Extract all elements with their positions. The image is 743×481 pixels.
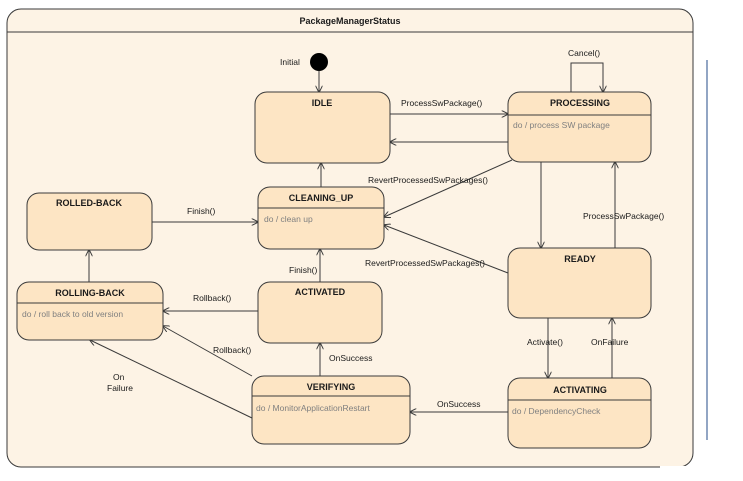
label-on-failure-verifying-1: On — [113, 372, 125, 382]
state-verifying: VERIFYING do / MonitorApplicationRestart — [251, 375, 411, 445]
transition-labels: ProcessSwPackage() Cancel() RevertProces… — [107, 48, 664, 409]
label-on-success-activating: OnSuccess — [437, 399, 480, 409]
label-finish-activated: Finish() — [289, 265, 318, 275]
state-rolled-back: ROLLED-BACK — [26, 192, 153, 251]
state-activity: do / process SW package — [513, 120, 610, 130]
state-name: VERIFYING — [307, 382, 356, 392]
label-rollback-verifying: Rollback() — [213, 345, 251, 355]
state-processing: PROCESSING do / process SW package — [507, 91, 652, 163]
edge-cancel-loop — [570, 62, 603, 92]
state-name: IDLE — [312, 98, 333, 108]
label-activate: Activate() — [527, 337, 563, 347]
label-process-sw-package: ProcessSwPackage() — [401, 98, 482, 108]
label-rollback-activated: Rollback() — [193, 293, 231, 303]
label-on-failure-verifying-2: Failure — [107, 383, 133, 393]
state-name: ACTIVATING — [553, 385, 607, 395]
state-activating: ACTIVATING do / DependencyCheck — [507, 377, 652, 449]
edge-verifying-rollingback-failure — [90, 340, 253, 419]
edge-verifying-rollingback-rollback — [163, 326, 253, 377]
state-name: READY — [564, 254, 596, 264]
state-cleaning-up: CLEANING_UP do / clean up — [257, 186, 385, 250]
initial-node: Initial — [280, 53, 328, 71]
state-activity: do / MonitorApplicationRestart — [256, 403, 371, 413]
state-name: ROLLED-BACK — [56, 198, 122, 208]
state-idle: IDLE — [254, 91, 391, 164]
label-on-failure-activating: OnFailure — [591, 337, 629, 347]
state-activity: do / roll back to old version — [22, 309, 123, 319]
label-cancel: Cancel() — [568, 48, 600, 58]
initial-label: Initial — [280, 57, 300, 67]
edge-ready-cleaning — [384, 225, 509, 274]
state-rolling-back: ROLLING-BACK do / roll back to old versi… — [16, 281, 164, 341]
label-process-sw-package-2: ProcessSwPackage() — [583, 211, 664, 221]
diagram-title: PackageManagerStatus — [299, 16, 400, 26]
state-activity: do / clean up — [264, 214, 313, 224]
state-name: ROLLING-BACK — [55, 288, 125, 298]
label-revert-processing: RevertProcessedSwPackages() — [368, 175, 488, 185]
label-revert-ready: RevertProcessedSwPackages() — [365, 258, 485, 268]
label-on-success-verifying: OnSuccess — [329, 353, 372, 363]
state-activity: do / DependencyCheck — [512, 406, 601, 416]
state-activated: ACTIVATED — [257, 281, 383, 344]
label-finish-rolledback: Finish() — [187, 206, 216, 216]
state-name: CLEANING_UP — [289, 193, 354, 203]
state-name: ACTIVATED — [295, 287, 346, 297]
transitions — [89, 62, 615, 419]
state-name: PROCESSING — [550, 98, 610, 108]
state-ready: READY — [507, 247, 652, 319]
edge-processing-cleaning — [384, 159, 513, 217]
